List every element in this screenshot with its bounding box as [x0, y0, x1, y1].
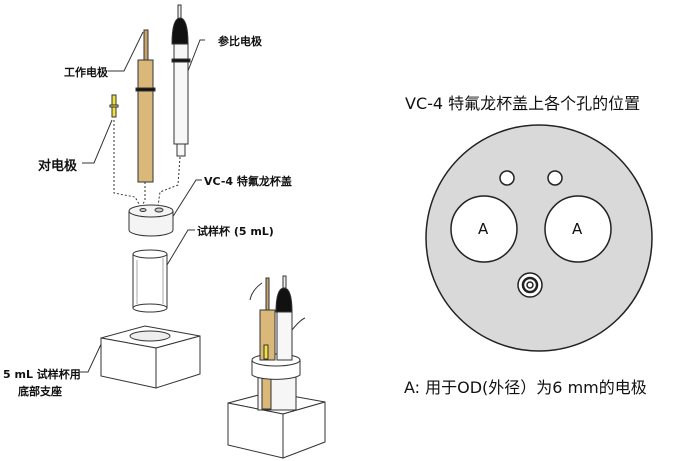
leader-working: [108, 31, 144, 72]
label-sample-cup: 试样杯 (5 mL): [197, 225, 274, 238]
small-hole: [547, 170, 563, 186]
leader-counter: [82, 119, 113, 164]
hole-label-a-left: A: [478, 220, 489, 238]
label-reference-electrode: 参比电极: [218, 35, 262, 48]
leader-cup: [166, 229, 195, 266]
reference-electrode: [171, 4, 191, 157]
label-base-line1: 5 mL 试样杯用: [3, 368, 81, 381]
assembled-cell: [227, 275, 326, 459]
sample-cup: [132, 249, 168, 313]
label-counter-electrode: 对电极: [38, 159, 78, 174]
hole-label-a-right: A: [572, 220, 583, 238]
base-block: [100, 325, 201, 389]
electrode-hole-a: [544, 195, 612, 263]
label-base-line2: 底部支座: [18, 385, 62, 398]
hole-map-caption: A: 用于OD(外径）为6 mm的电极: [404, 378, 647, 397]
hole-map-title: VC-4 特氟龙杯盖上各个孔的位置: [405, 94, 641, 113]
lid-circle: [425, 124, 653, 352]
working-electrode: [135, 29, 156, 183]
leader-reference: [185, 39, 205, 77]
teflon-cap: [128, 204, 174, 237]
label-cap: VC-4 特氟龙杯盖: [204, 175, 292, 188]
leader-cap: [171, 179, 202, 219]
small-hole: [499, 170, 515, 186]
counter-electrode: [109, 94, 119, 118]
label-working-electrode: 工作电极: [64, 66, 108, 79]
leader-base: [80, 339, 104, 373]
electrode-hole-a: [450, 195, 518, 263]
lid-hole-map: [425, 124, 653, 352]
